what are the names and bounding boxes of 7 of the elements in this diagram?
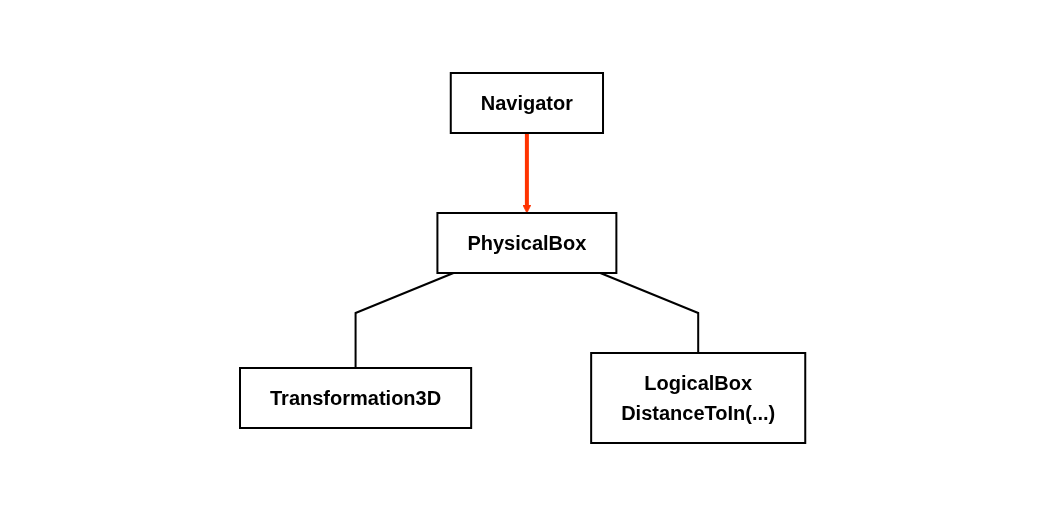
node-box: PhysicalBox <box>436 211 618 274</box>
node-box: Transformation3D <box>239 366 473 429</box>
node-box: LogicalBox DistanceToIn(...) <box>590 351 807 444</box>
arrow <box>522 132 532 213</box>
connector <box>599 271 700 354</box>
node-box: Navigator <box>450 71 605 134</box>
connector <box>354 271 455 369</box>
